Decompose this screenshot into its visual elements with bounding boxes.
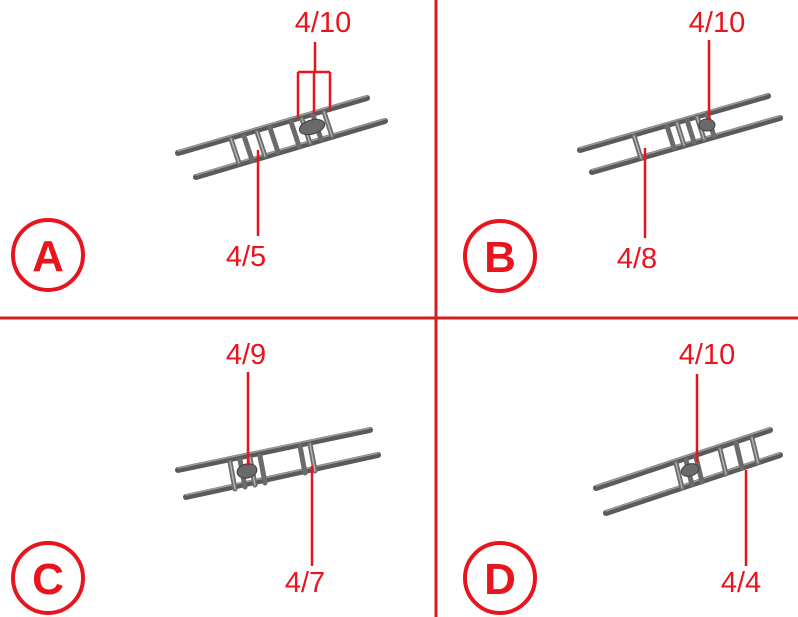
panel-a: 4/10 4/5 A [11,7,388,292]
top-label: 4/10 [679,339,735,371]
panel-letter-circle [463,219,537,293]
top-label: 4/9 [226,339,266,371]
ladder-rung [267,125,281,155]
leader-line-top [296,42,332,118]
panel-b: 4/10 4/8 B [463,7,783,293]
ladder-rail-upper [593,427,773,491]
ladder-rung [257,453,268,486]
panel-letter-circle [11,218,85,292]
ladder-rung [684,117,697,145]
top-label: 4/10 [295,7,351,39]
knot-cluster [236,463,258,479]
ladder-rung [297,443,308,476]
ladder-rail-upper [175,95,370,156]
ladder-rung [241,133,255,163]
ladder-a [175,95,388,180]
ladder-rung [733,440,745,471]
panel-letter-circle [463,541,537,615]
bottom-label: 4/4 [721,567,761,599]
panel-letter: C [32,555,64,604]
ladder-rung [664,123,677,151]
knot-cluster [698,118,716,132]
panel-letter: A [32,232,64,281]
ladder-c [175,427,381,500]
ladder-b [577,93,783,175]
panel-c: 4/9 4/7 C [11,339,381,615]
bottom-label: 4/5 [226,241,266,273]
panel-letter-circle [11,541,85,615]
ladder-rung [288,119,302,149]
top-label: 4/10 [689,7,745,39]
knot-cluster [298,118,326,136]
knot-cluster [680,463,700,477]
panel-d: 4/10 4/4 D [463,339,783,615]
bottom-label: 4/8 [617,243,657,275]
ladder-rail-lower [183,452,381,500]
panel-letter: B [484,233,516,282]
ladder-rail-upper [175,427,373,473]
bottom-label: 4/7 [285,567,325,599]
ladder-rail-lower [193,118,388,180]
ladder-rail-upper [577,93,771,153]
panel-letter: D [484,555,516,604]
ladder-d [593,427,783,516]
